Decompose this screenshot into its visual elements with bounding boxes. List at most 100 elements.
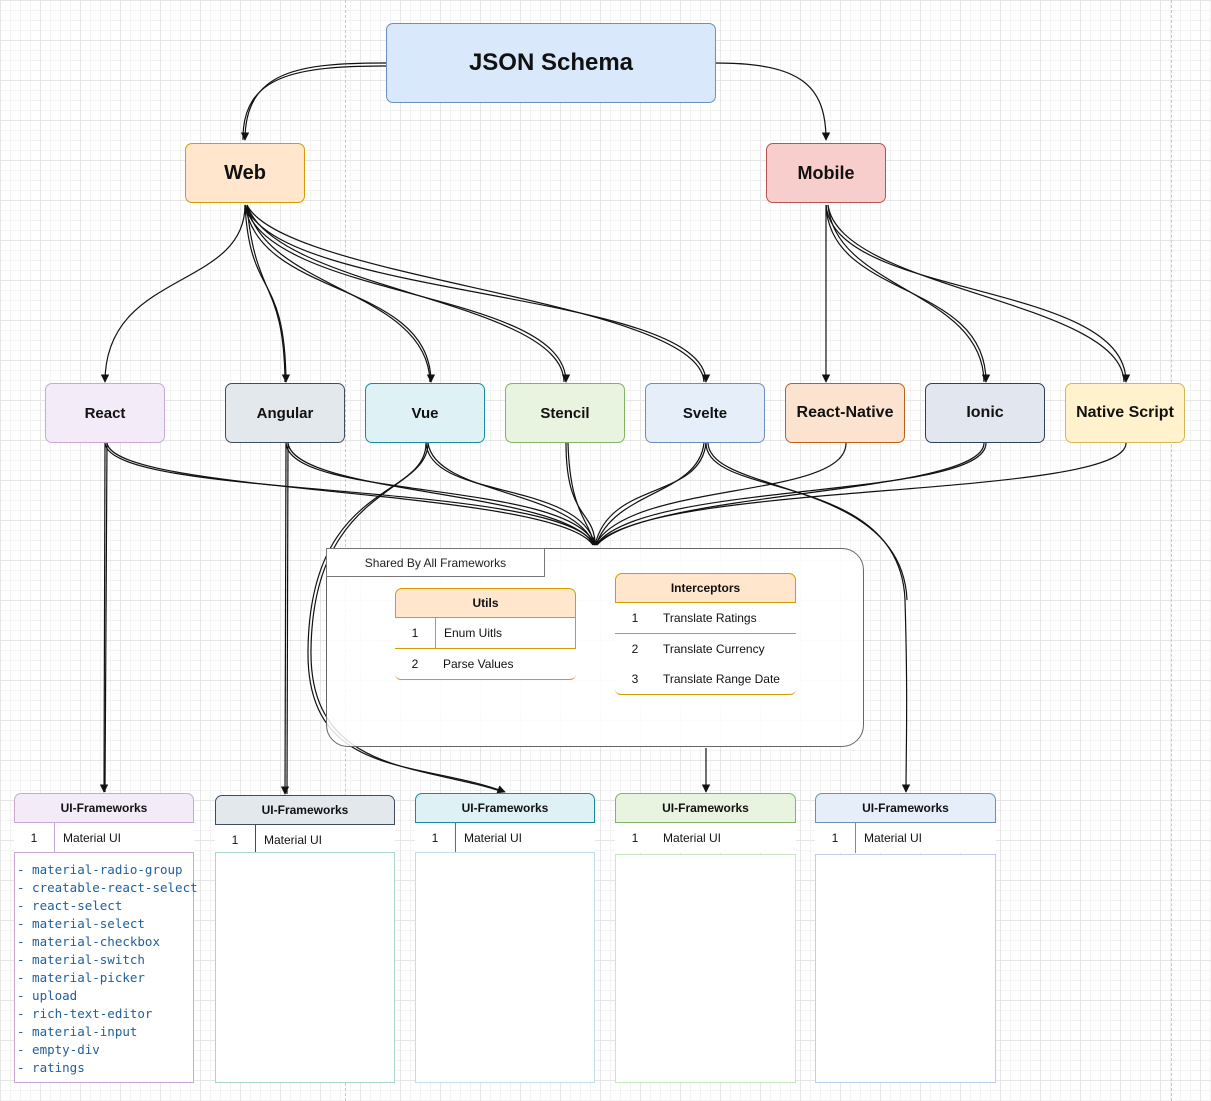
ui-frameworks-vue: UI-Frameworks 1 Material UI xyxy=(415,793,595,853)
utils-row: 1 Enum Uitls xyxy=(395,618,576,649)
ui-frameworks-body xyxy=(815,854,996,1083)
row-number: 1 xyxy=(631,831,639,845)
edge-react-ui xyxy=(99,442,109,793)
component-item: - ratings xyxy=(17,1060,85,1075)
ui-frameworks-row: 1 Material UI xyxy=(615,823,796,853)
interceptors-table-header: Interceptors xyxy=(615,573,796,603)
row-label: Translate Ratings xyxy=(663,611,757,625)
web-label: Web xyxy=(224,161,266,184)
component-item: - material-switch xyxy=(17,952,145,967)
ui-frameworks-row: 1 Material UI xyxy=(215,825,395,855)
edge-web-stencil xyxy=(244,204,571,383)
edge-mobile-native-script xyxy=(825,204,1131,383)
ui-frameworks-body xyxy=(615,854,796,1083)
edge-svelte-ui xyxy=(705,442,911,793)
row-number: 1 xyxy=(231,833,239,847)
interceptors-table: Interceptors 1 Translate Ratings 2 Trans… xyxy=(615,573,796,695)
ui-frameworks-header: UI-Frameworks xyxy=(615,793,796,823)
edge-stencil-shared xyxy=(565,442,596,546)
page-guide-line xyxy=(1171,0,1172,1101)
react-native-node: React-Native xyxy=(785,383,905,443)
utils-row: 2 Parse Values xyxy=(395,649,576,680)
component-item: - material-select xyxy=(17,916,145,931)
stencil-node: Stencil xyxy=(505,383,625,443)
ui-frameworks-title: UI-Frameworks xyxy=(461,801,549,815)
component-item: - creatable-react-select xyxy=(17,880,198,895)
component-item: - material-input xyxy=(17,1024,138,1039)
svelte-node: Svelte xyxy=(645,383,765,443)
ionic-label: Ionic xyxy=(966,404,1004,421)
row-number: 3 xyxy=(631,672,639,686)
web-node: Web xyxy=(185,143,305,203)
edge-web-vue xyxy=(244,204,436,383)
row-number: 1 xyxy=(30,831,38,845)
row-label: Material UI xyxy=(663,831,722,845)
ui-frameworks-svelte: UI-Frameworks 1 Material UI xyxy=(815,793,996,853)
ui-frameworks-row: 1 Material UI xyxy=(815,823,996,853)
stencil-label: Stencil xyxy=(540,404,590,422)
edge-web-react xyxy=(100,204,246,383)
ui-frameworks-react: UI-Frameworks 1 Material UI xyxy=(14,793,194,853)
ui-frameworks-stencil: UI-Frameworks 1 Material UI xyxy=(615,793,796,853)
ui-frameworks-header: UI-Frameworks xyxy=(215,795,395,825)
ui-frameworks-title: UI-Frameworks xyxy=(60,801,148,815)
react-node: React xyxy=(45,383,165,443)
interceptors-row: 3 Translate Range Date xyxy=(615,664,796,695)
shared-title-tab: Shared By All Frameworks xyxy=(326,548,545,577)
react-label: React xyxy=(84,404,126,422)
component-item: - react-select xyxy=(17,898,123,913)
interceptors-row: 1 Translate Ratings xyxy=(615,603,796,634)
component-item: - upload xyxy=(17,988,78,1003)
ui-frameworks-header: UI-Frameworks xyxy=(815,793,996,823)
row-label: Translate Currency xyxy=(663,642,765,656)
ui-frameworks-row: 1 Material UI xyxy=(415,823,595,853)
edge-ionic-shared xyxy=(595,442,987,546)
row-label: Material UI xyxy=(54,823,121,853)
edge-web-svelte xyxy=(244,204,711,383)
utils-table-header: Utils xyxy=(395,588,576,618)
ui-frameworks-header: UI-Frameworks xyxy=(415,793,595,823)
vue-node: Vue xyxy=(365,383,485,443)
interceptors-title: Interceptors xyxy=(670,581,741,595)
edge-native-script-shared xyxy=(595,442,1127,546)
ui-frameworks-angular: UI-Frameworks 1 Material UI xyxy=(215,795,395,855)
edge-angular-ui xyxy=(280,442,290,795)
edge-react-shared xyxy=(104,442,596,546)
row-label: Material UI xyxy=(255,825,322,855)
edge-root-web xyxy=(240,62,387,141)
edge-svelte-shared xyxy=(594,442,707,546)
vue-label: Vue xyxy=(411,404,439,422)
utils-table: Utils 1 Enum Uitls 2 Parse Values xyxy=(395,588,576,680)
edge-vue-shared xyxy=(425,442,596,546)
mobile-node: Mobile xyxy=(766,143,886,203)
svelte-label: Svelte xyxy=(682,404,728,422)
component-item: - empty-div xyxy=(17,1042,100,1057)
component-item: - material-radio-group xyxy=(17,862,183,877)
row-number: 2 xyxy=(411,657,419,671)
ui-frameworks-header: UI-Frameworks xyxy=(14,793,194,823)
component-item: - rich-text-editor xyxy=(17,1006,153,1021)
utils-title: Utils xyxy=(472,596,499,610)
native-script-label: Native Script xyxy=(1076,404,1174,421)
row-number: 2 xyxy=(631,642,639,656)
edge-mobile-ionic xyxy=(825,204,991,383)
row-label: Material UI xyxy=(455,823,585,853)
row-number: 1 xyxy=(411,626,419,640)
react-native-label: React-Native xyxy=(796,404,894,421)
shared-title: Shared By All Frameworks xyxy=(364,555,507,570)
json-schema-label: JSON Schema xyxy=(468,49,634,76)
row-label: Translate Range Date xyxy=(663,672,780,686)
ui-frameworks-title: UI-Frameworks xyxy=(261,803,349,817)
row-label: Material UI xyxy=(855,823,922,853)
row-label: Enum Uitls xyxy=(435,618,502,648)
ui-frameworks-title: UI-Frameworks xyxy=(862,801,949,815)
ui-frameworks-row: 1 Material UI xyxy=(14,823,194,853)
edge-react-native-shared xyxy=(594,442,847,546)
native-script-node: Native Script xyxy=(1065,383,1185,443)
edge-angular-shared xyxy=(285,442,596,546)
json-schema-node: JSON Schema xyxy=(386,23,716,103)
row-number: 1 xyxy=(831,831,839,845)
edge-root-mobile xyxy=(715,62,831,141)
angular-node: Angular xyxy=(225,383,345,443)
react-component-list: - material-radio-group - creatable-react… xyxy=(14,852,198,1083)
